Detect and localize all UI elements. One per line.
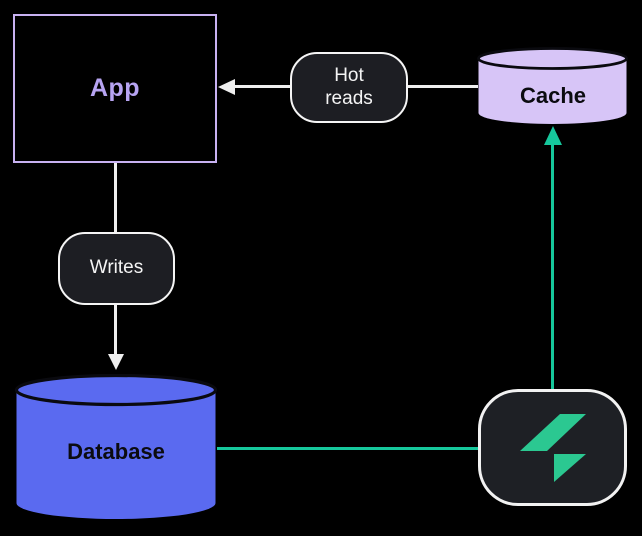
edge-writes-database-arrowhead <box>107 354 124 370</box>
node-sync-engine <box>478 389 627 506</box>
edge-logo-cache-line <box>551 142 554 390</box>
node-database-label: Database <box>67 439 165 464</box>
edge-app-writes-line <box>114 163 117 232</box>
edge-logo-cache-arrowhead <box>543 126 562 145</box>
edge-hotreads-app-arrowhead <box>218 78 235 95</box>
node-cache-label: Cache <box>519 83 587 108</box>
node-writes-label: Writes <box>89 257 144 279</box>
database-cylinder <box>15 374 217 519</box>
node-hot-reads: Hot reads <box>290 52 408 123</box>
cache-cylinder <box>477 47 628 124</box>
edge-writes-database-line <box>114 305 117 356</box>
node-app: App <box>13 14 217 163</box>
node-writes: Writes <box>58 232 175 305</box>
edge-hotreads-app-line <box>233 85 291 88</box>
bolt-logo-icon <box>519 413 586 482</box>
edge-database-logo-line <box>217 447 478 450</box>
node-app-label: App <box>89 74 141 102</box>
node-hot-reads-label: Hot reads <box>325 64 373 109</box>
edge-cache-hotreads-line <box>407 85 478 88</box>
